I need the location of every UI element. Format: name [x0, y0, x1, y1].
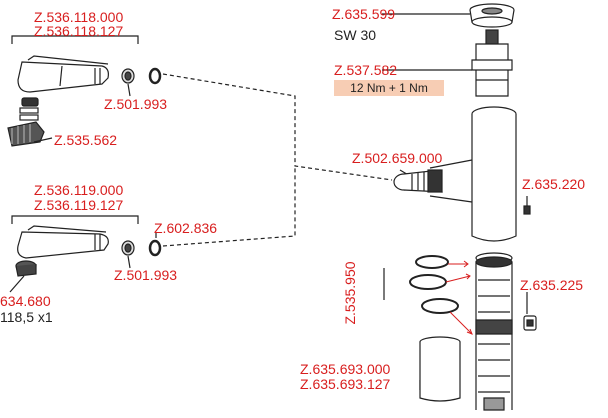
label-wrench-size: SW 30: [334, 27, 377, 43]
label-hose: Z.502.659.000: [352, 150, 443, 166]
cartridge-nut: [469, 3, 515, 28]
label-sleeve-2: Z.635.693.127: [300, 376, 391, 392]
faucet-body: [429, 106, 517, 242]
bottom-gasket-z501993: [121, 240, 135, 256]
orings: [409, 255, 459, 314]
top-gasket-z501993: [121, 68, 135, 84]
label-spout-bottom-washer: Z.602.836: [154, 220, 218, 236]
label-spout-bottom-1: Z.536.119.000: [34, 182, 124, 198]
label-spout-bottom-gasket: Z.501.993: [114, 267, 178, 283]
sleeve: [419, 336, 461, 402]
cartridge: [471, 29, 513, 97]
label-aerator-size: 118,5 x1: [0, 309, 53, 325]
torque-badge: 12 Nm + 1 Nm: [334, 80, 444, 96]
label-spout-top-parts: Z.535.562: [54, 132, 118, 148]
bottom-washer-z602836: [148, 239, 162, 257]
clip: [523, 315, 537, 331]
label-spout-top-1: Z.536.118.000: [34, 9, 124, 25]
label-orings: Z.535.950: [342, 261, 358, 325]
label-aerator: 634.680: [0, 293, 51, 309]
label-set-screw: Z.635.220: [522, 176, 586, 192]
label-spout-top-gasket: Z.501.993: [104, 96, 168, 112]
label-clip: Z.635.225: [520, 277, 584, 293]
label-spout-bottom-2: Z.536.119.127: [34, 197, 124, 213]
hose-fitting: [393, 169, 443, 193]
label-spout-top-2: Z.536.118.127: [34, 23, 124, 39]
assembly-arrows: [445, 260, 473, 335]
lower-body: [475, 252, 513, 411]
top-spout-handle: [17, 55, 109, 93]
connector-lines: [162, 73, 393, 247]
leader-lines: [9, 13, 528, 390]
label-sleeve-1: Z.635.693.000: [300, 361, 391, 377]
aerator-634680: [15, 260, 37, 277]
label-cartridge: Z.537.582: [334, 62, 398, 78]
set-screw: [523, 205, 531, 215]
top-spout-small-parts: [19, 97, 39, 121]
bottom-spout-handle: [17, 225, 109, 259]
label-cartridge-nut: Z.635.599: [332, 6, 396, 22]
top-washer: [148, 67, 162, 85]
top-spout-aerator: [7, 121, 45, 147]
